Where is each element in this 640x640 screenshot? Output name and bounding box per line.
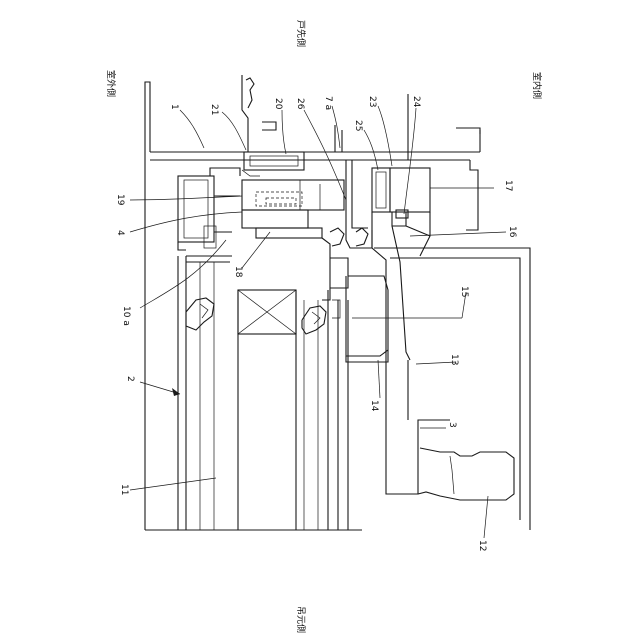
ref-11: 11 [119,484,129,495]
latch-assembly [322,238,462,362]
ref-19: 19 [115,194,125,206]
ref-21: 21 [209,104,219,115]
weatherstrip-top [242,152,304,176]
label-hinge-side: 吊元側 [295,606,307,633]
ref-17: 17 [503,180,513,191]
ref-7a: 7 a [323,96,333,110]
inner-frame [330,160,430,470]
door-leaf [178,256,348,530]
door-handle [386,360,514,500]
ref-3: 3 [447,422,457,428]
ref-16: 16 [507,226,517,238]
ref-14: 14 [369,400,379,412]
ref-20: 20 [273,98,283,110]
ref-23: 23 [367,96,377,107]
frame-profile [145,75,480,530]
ref-15: 15 [459,286,469,297]
hardware-block [242,180,344,238]
ref-1: 1 [169,104,179,110]
ref-25: 25 [353,120,363,131]
label-door-tip-side: 戸先側 [295,20,307,47]
arrow-head-2 [172,388,180,396]
ref-10a: 10 a [121,306,131,326]
ref-13: 13 [449,354,459,365]
indoor-wall [374,248,530,530]
reference-numbers: 1 21 20 26 7 a 25 23 24 17 16 19 4 18 10… [115,96,517,551]
ref-2: 2 [125,376,135,382]
ref-12: 12 [477,540,487,551]
ref-4: 4 [115,230,125,236]
ref-24: 24 [411,96,421,108]
label-indoor-side: 室内側 [531,72,543,99]
label-outdoor-side: 室外側 [105,70,117,97]
sash-outer-profile [178,168,240,250]
ref-18: 18 [233,266,243,278]
ref-26: 26 [295,98,305,110]
